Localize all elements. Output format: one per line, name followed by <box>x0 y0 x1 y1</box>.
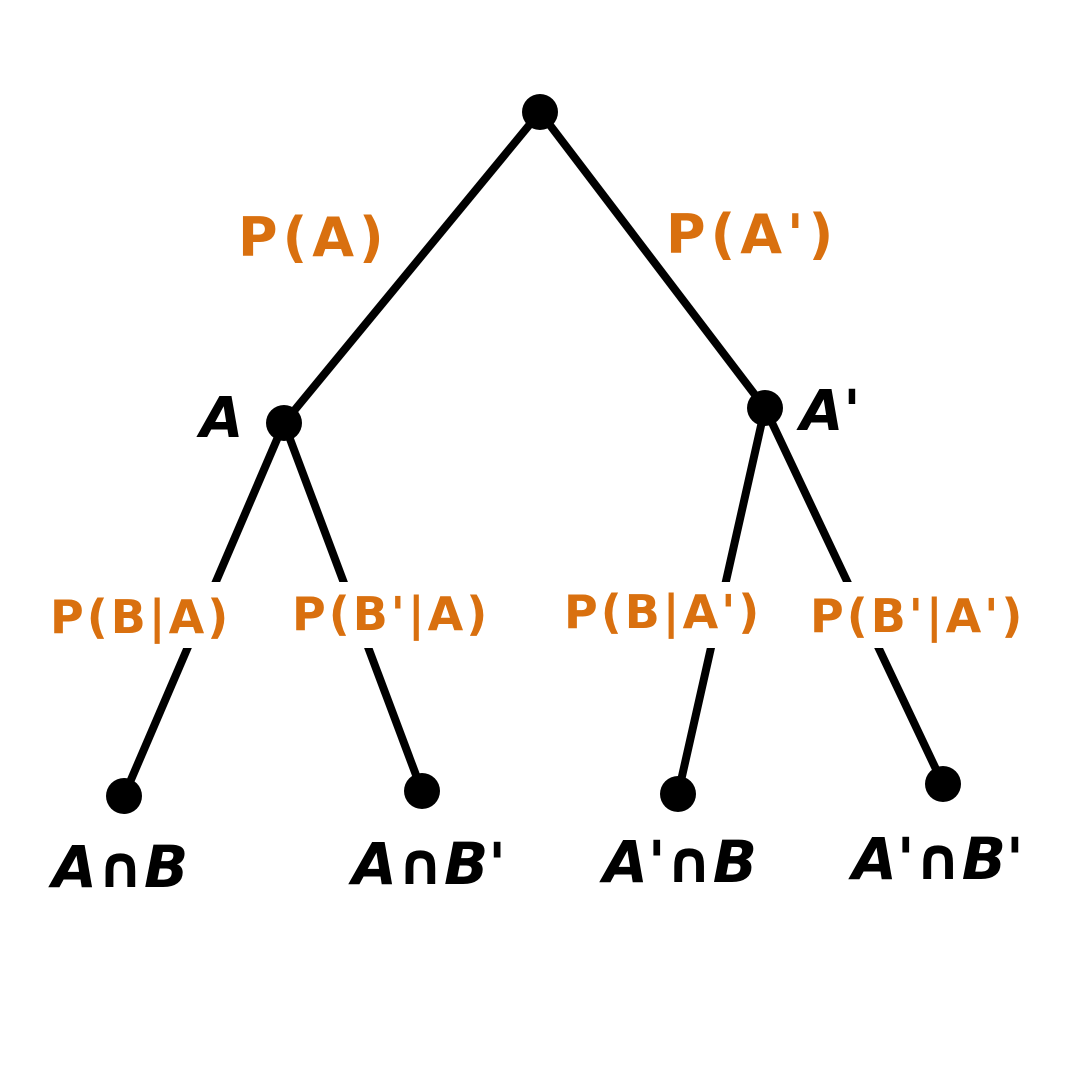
edge-root-to-a <box>280 109 544 426</box>
event-label-a-prime: A' <box>796 379 860 444</box>
node-a-prime <box>747 390 783 426</box>
node-a-and-b-prime <box>404 773 440 809</box>
node-a-prime-and-b-prime <box>925 766 961 802</box>
branch-label-p-b-given-a-prime: P(B|A') <box>564 585 762 640</box>
branch-label-p-a-prime: P(A') <box>666 203 838 266</box>
branch-label-p-b-given-a: P(B|A) <box>50 590 231 645</box>
branch-label-p-b-prime-given-a-prime: P(B'|A') <box>810 589 1025 644</box>
outcome-label-a-and-b-prime: A∩B' <box>348 830 506 898</box>
node-a-and-b <box>106 778 142 814</box>
branch-label-p-b-prime-given-a: P(B'|A) <box>292 587 490 642</box>
edge-root-to-a-prime <box>536 109 769 411</box>
outcome-label-a-prime-and-b-prime: A'∩B' <box>848 825 1024 893</box>
root-node <box>522 94 558 130</box>
outcome-label-a-and-b: A∩B <box>48 833 188 901</box>
outcome-label-a-prime-and-b: A'∩B <box>599 828 757 896</box>
branch-label-band <box>40 582 1070 648</box>
branch-label-p-a: P(A) <box>238 206 389 269</box>
node-a-prime-and-b <box>660 776 696 812</box>
event-label-a: A <box>196 386 243 451</box>
node-a <box>266 405 302 441</box>
